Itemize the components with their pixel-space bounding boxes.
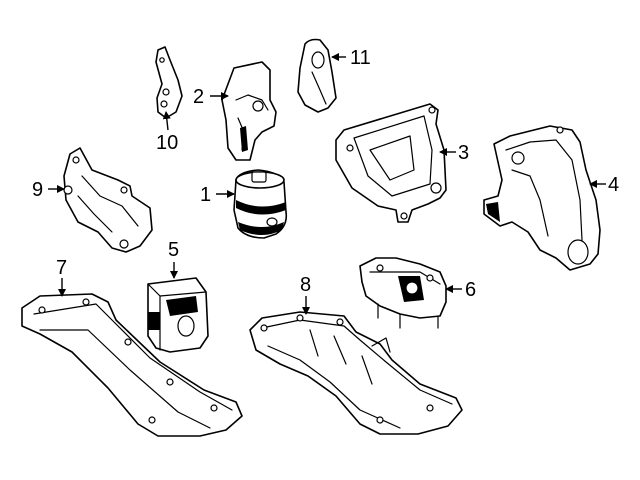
callout-4: 4 [608,174,619,196]
leader-10 [162,111,171,131]
callout-7: 7 [56,257,67,279]
part-5-rubber-block [147,277,209,353]
part-11-shield [297,38,337,113]
part-1-rubber-mount [233,169,288,239]
part-4-bracket [483,125,601,271]
leader-arrows [48,53,606,315]
callout-9: 9 [32,179,43,201]
callout-2: 2 [193,86,204,108]
callout-5: 5 [168,239,179,261]
part-8-crossmember [249,311,463,435]
part-10-bracket [155,46,183,119]
part-6-mount [359,257,447,329]
callout-1: 1 [200,184,211,206]
callout-10: 10 [156,132,178,154]
part-7-crossmember [21,293,243,437]
callout-labels: 2 10 11 1 3 4 9 5 6 7 8 [32,47,619,301]
callout-8: 8 [300,274,311,296]
callout-3: 3 [458,142,469,164]
part-9-bracket [63,147,153,253]
callout-11: 11 [350,47,371,69]
part-3-bracket [335,103,447,223]
part-2-mount-bracket [221,61,277,161]
callout-6: 6 [465,279,476,301]
